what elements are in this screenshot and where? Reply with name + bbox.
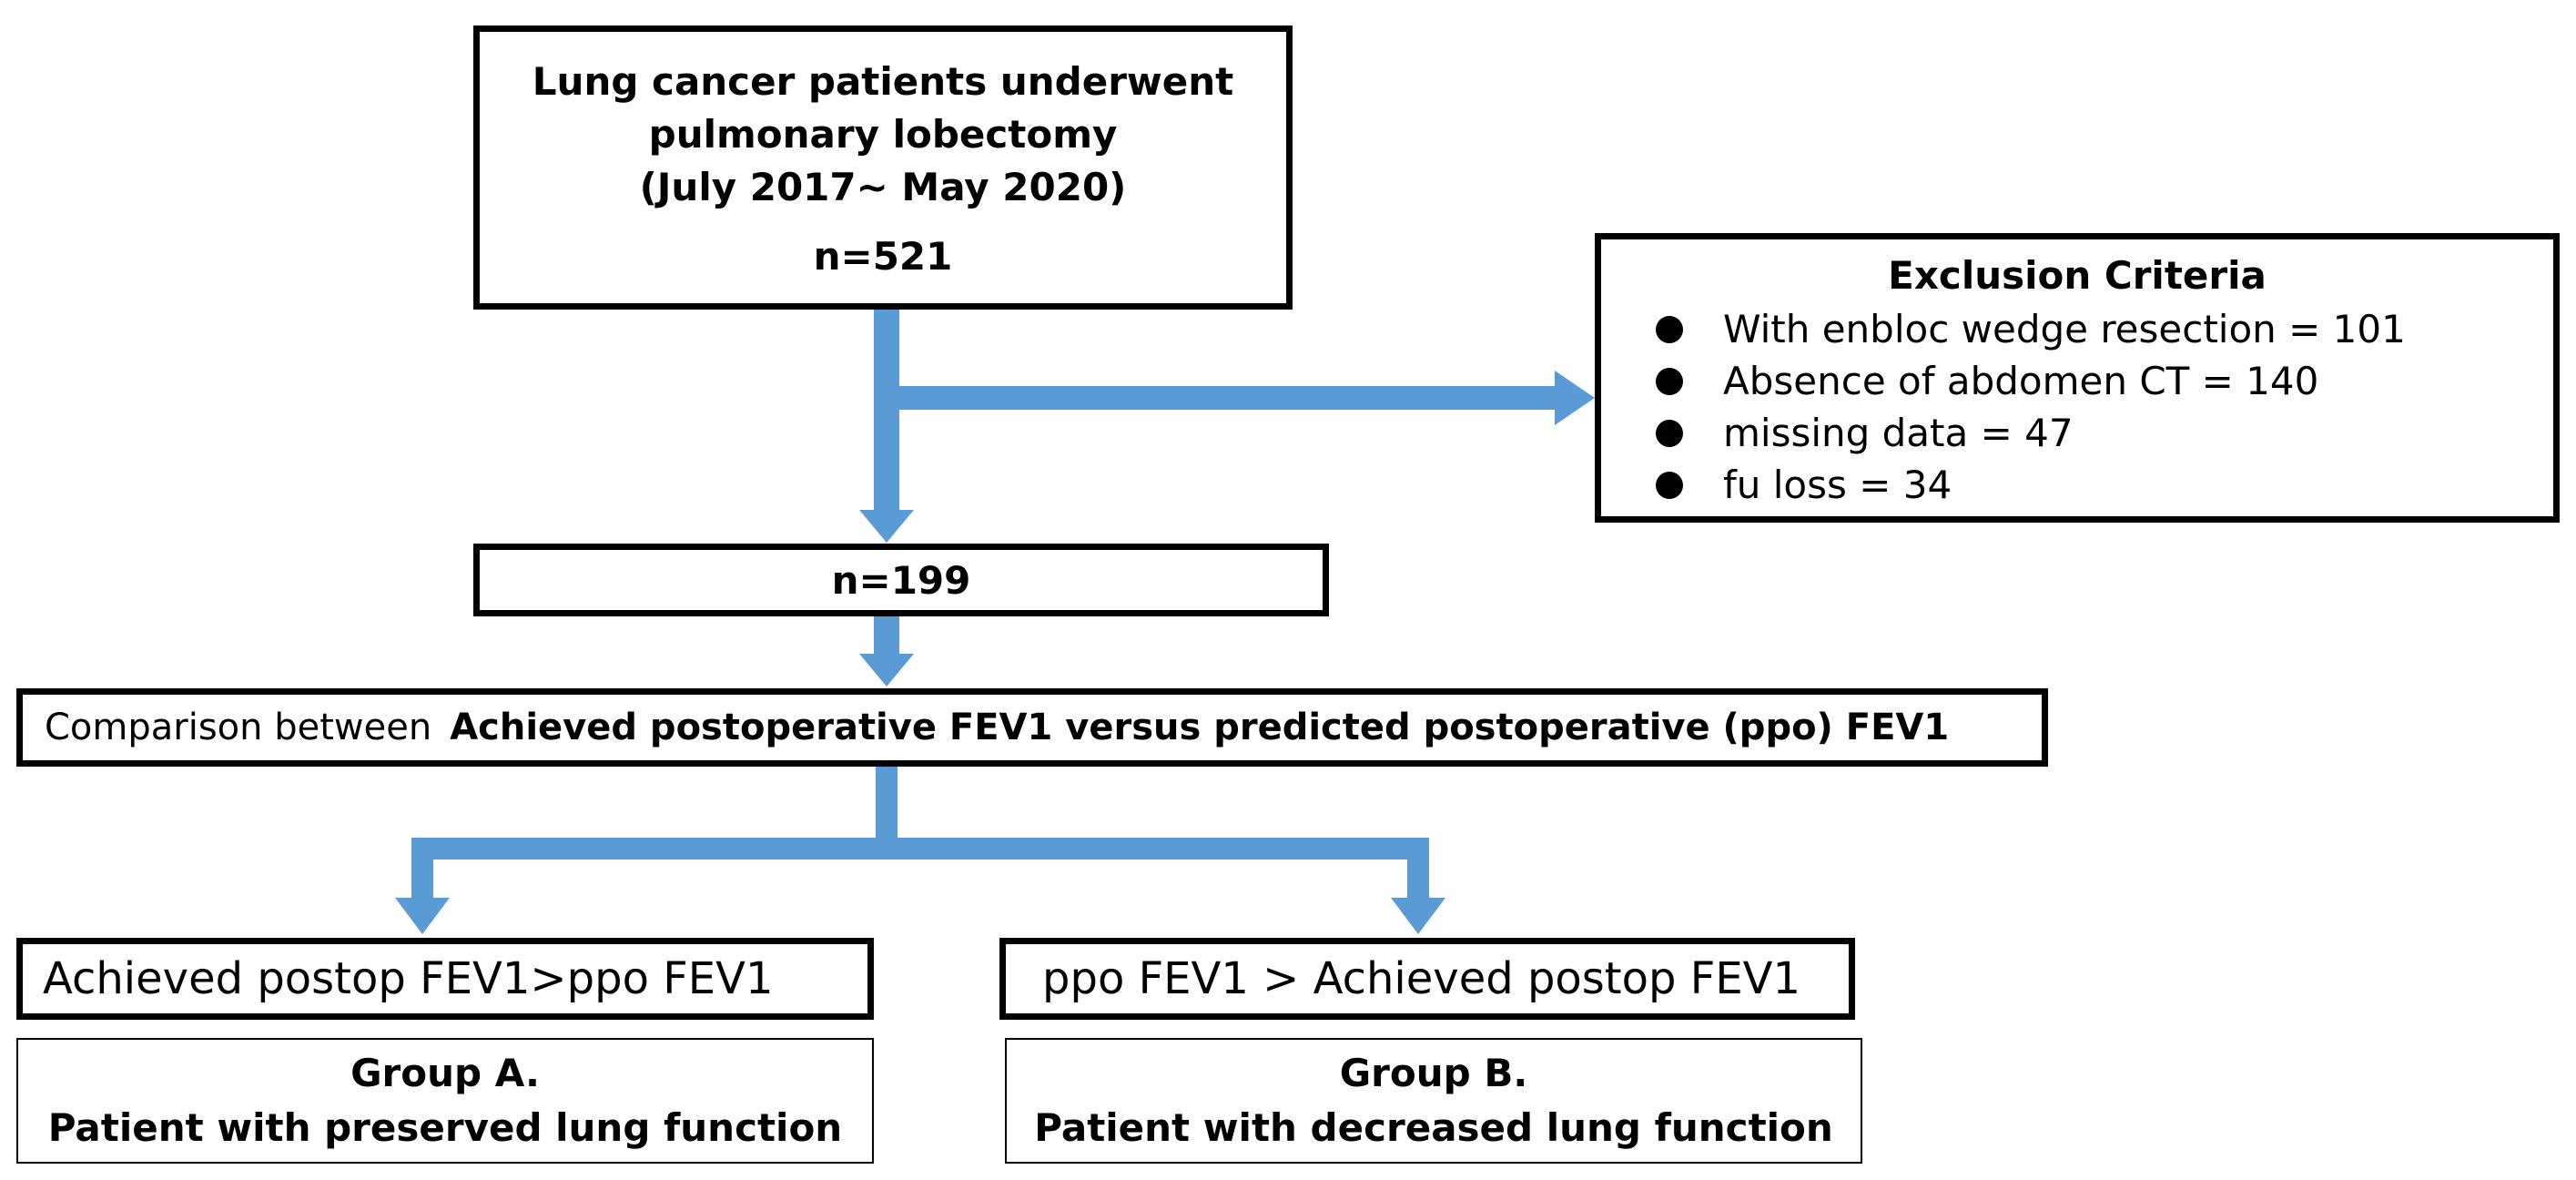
comparison-box: Comparison between Achieved postoperativ… bbox=[16, 688, 2048, 767]
group-b-condition: ppo FEV1 > Achieved postop FEV1 bbox=[1042, 953, 1801, 1004]
split-stem bbox=[876, 767, 898, 850]
n199-arrow-shaft bbox=[874, 616, 899, 657]
group-a-label: Group A. bbox=[350, 1051, 540, 1095]
bullet-icon bbox=[1656, 367, 1683, 395]
left-branch-head bbox=[395, 898, 450, 934]
bullet-icon bbox=[1656, 471, 1683, 499]
group-b-condition-box: ppo FEV1 > Achieved postop FEV1 bbox=[999, 938, 1855, 1020]
remaining-count: n=199 bbox=[831, 557, 971, 603]
exclusion-item: Absence of abdomen CT = 140 bbox=[1656, 355, 2553, 407]
group-a-condition-box: Achieved postop FEV1>ppo FEV1 bbox=[16, 938, 874, 1020]
right-branch-head bbox=[1391, 898, 1445, 934]
exclusion-item-text: With enbloc wedge resection = 101 bbox=[1723, 307, 2406, 351]
remaining-count-box: n=199 bbox=[473, 544, 1329, 616]
bullet-icon bbox=[1656, 315, 1683, 343]
group-b-description: Patient with decreased lung function bbox=[1034, 1105, 1833, 1150]
trunk-arrow-shaft bbox=[874, 310, 899, 513]
enrollment-box: Lung cancer patients underwent pulmonary… bbox=[473, 25, 1293, 310]
comparison-prefix: Comparison between bbox=[45, 707, 432, 748]
bullet-icon bbox=[1656, 419, 1683, 447]
exclusion-item-text: missing data = 47 bbox=[1723, 411, 2074, 455]
left-branch-shaft bbox=[411, 838, 433, 900]
group-b-label: Group B. bbox=[1339, 1051, 1528, 1095]
right-branch-shaft bbox=[1407, 838, 1429, 900]
exclusion-list: With enbloc wedge resection = 101 Absenc… bbox=[1656, 303, 2553, 511]
split-bar bbox=[411, 838, 1429, 860]
enrollment-description: Lung cancer patients underwent pulmonary… bbox=[480, 56, 1286, 214]
exclusion-item: fu loss = 34 bbox=[1656, 459, 2553, 511]
exclusion-item: missing data = 47 bbox=[1656, 407, 2553, 459]
exclusion-item-text: fu loss = 34 bbox=[1723, 463, 1952, 507]
group-b-box: Group B. Patient with decreased lung fun… bbox=[1005, 1038, 1862, 1164]
exclusion-item-text: Absence of abdomen CT = 140 bbox=[1723, 359, 2319, 403]
group-a-box: Group A. Patient with preserved lung fun… bbox=[16, 1038, 874, 1164]
exclusion-arrow-shaft bbox=[899, 386, 1557, 410]
enrollment-line-1: Lung cancer patients underwent bbox=[532, 59, 1234, 104]
enrollment-line-3: (July 2017~ May 2020) bbox=[639, 165, 1127, 209]
n199-arrow-head bbox=[859, 654, 914, 687]
enrollment-line-2: pulmonary lobectomy bbox=[648, 112, 1118, 157]
enrollment-count: n=521 bbox=[813, 234, 953, 279]
trunk-arrow-head bbox=[859, 510, 914, 543]
exclusion-item: With enbloc wedge resection = 101 bbox=[1656, 303, 2553, 355]
exclusion-arrow-head bbox=[1555, 371, 1595, 425]
exclusion-criteria-box: Exclusion Criteria With enbloc wedge res… bbox=[1595, 233, 2560, 523]
group-a-condition: Achieved postop FEV1>ppo FEV1 bbox=[43, 953, 774, 1004]
group-a-description: Patient with preserved lung function bbox=[47, 1105, 843, 1150]
comparison-emphasis: Achieved postoperative FEV1 versus predi… bbox=[450, 707, 1950, 748]
exclusion-title: Exclusion Criteria bbox=[1888, 253, 2267, 298]
